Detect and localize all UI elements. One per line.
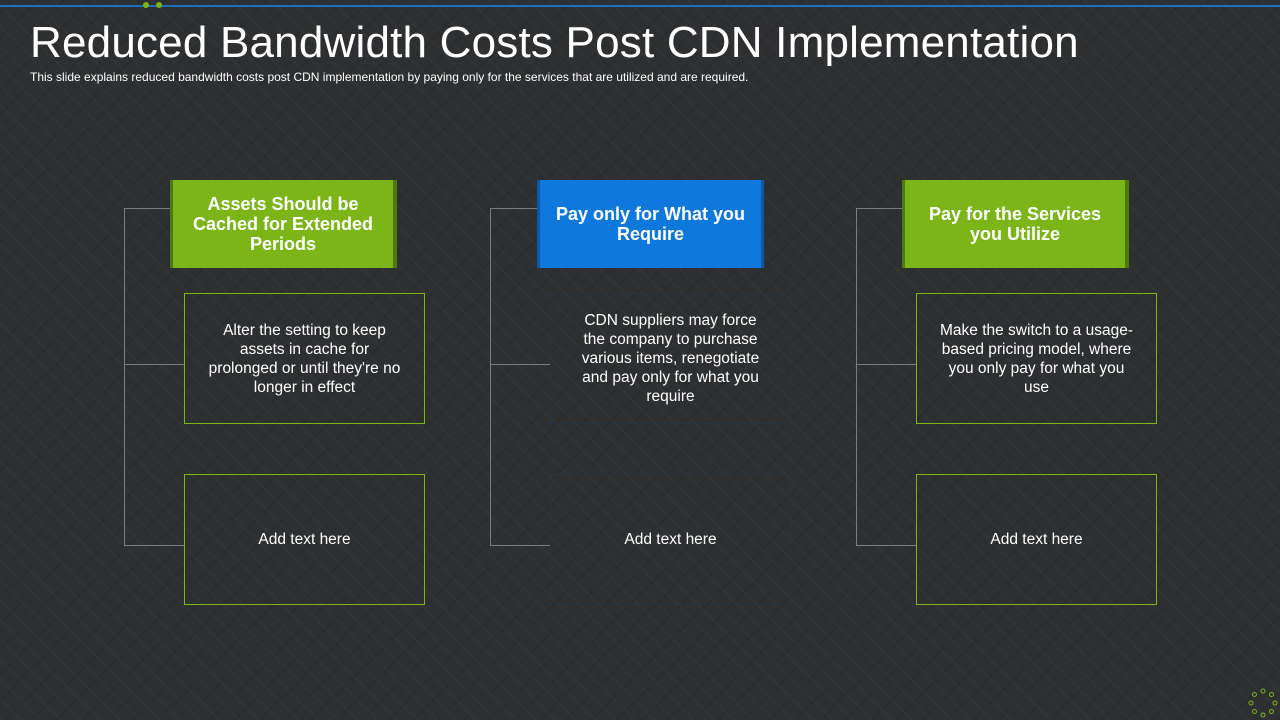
column-2-connector-top <box>490 208 538 209</box>
dotted-circle-icon <box>1248 688 1278 718</box>
column-3-connector-vertical <box>856 208 857 545</box>
column-2-connector-bottom <box>490 545 550 546</box>
top-dot-right <box>156 2 162 8</box>
column-3-connector-top <box>856 208 902 209</box>
slide-title: Reduced Bandwidth Costs Post CDN Impleme… <box>30 18 1079 67</box>
column-3-text-box: Make the switch to a usage-based pricing… <box>916 293 1157 424</box>
column-3-header: Pay for the Services you Utilize <box>902 180 1129 268</box>
top-dot-left <box>143 2 149 8</box>
top-accent-line <box>0 5 1280 7</box>
column-2-placeholder-box: Add text here <box>550 474 791 605</box>
column-1-connector-bottom <box>124 545 184 546</box>
column-1-text-box: Alter the setting to keep assets in cach… <box>184 293 425 424</box>
column-3-placeholder-box: Add text here <box>916 474 1157 605</box>
column-2-text-box: CDN suppliers may force the company to p… <box>550 293 791 424</box>
column-1-header: Assets Should be Cached for Extended Per… <box>170 180 397 268</box>
column-3-connector-middle <box>856 364 916 365</box>
slide-subtitle: This slide explains reduced bandwidth co… <box>30 70 749 84</box>
column-1-connector-top <box>124 208 170 209</box>
column-1-placeholder-box: Add text here <box>184 474 425 605</box>
column-1-connector-middle <box>124 364 184 365</box>
column-2-header: Pay only for What you Require <box>537 180 764 268</box>
column-2-connector-middle <box>490 364 550 365</box>
column-1-connector-vertical <box>124 208 125 545</box>
column-3-connector-bottom <box>856 545 916 546</box>
column-2-connector-vertical <box>490 208 491 545</box>
